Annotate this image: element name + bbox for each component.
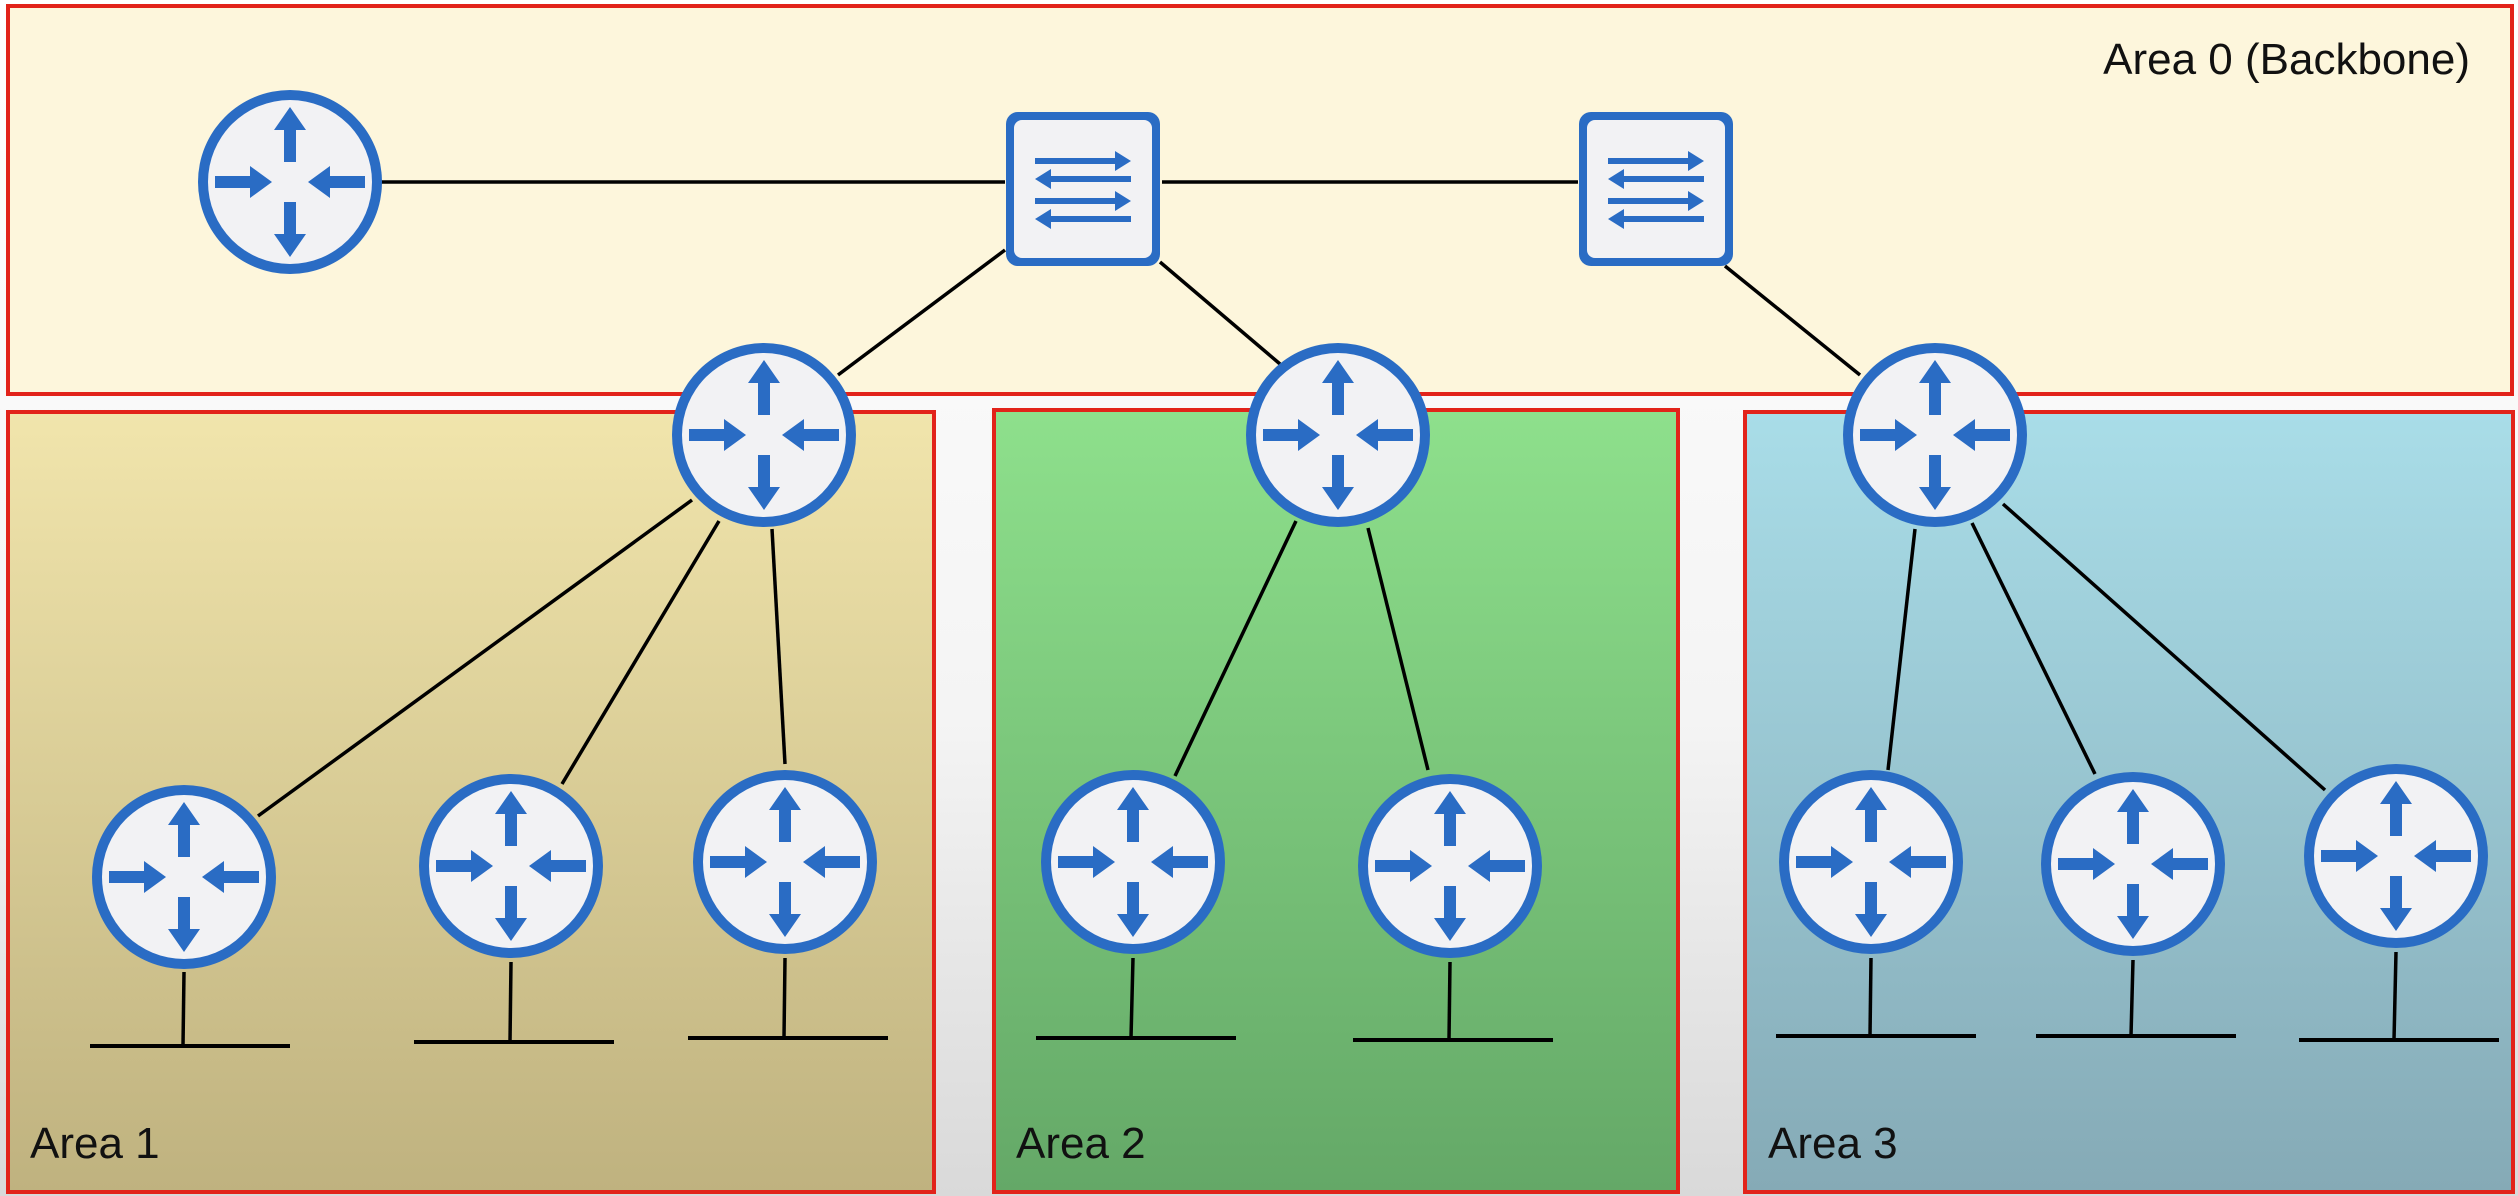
stub-r3b	[2129, 959, 2135, 1037]
link-sw2-abr3	[1723, 264, 1862, 377]
link-abr1-r1a	[256, 498, 694, 818]
router-icon	[1843, 343, 2027, 527]
router-icon	[1041, 770, 1225, 954]
area-backbone-label: Area 0 (Backbone)	[2103, 35, 2470, 84]
stub-r1c	[782, 957, 787, 1039]
stub-r3a	[1868, 957, 1873, 1037]
link-abr1-r1c	[770, 528, 787, 765]
stub-r1b	[508, 961, 513, 1043]
router-icon	[92, 785, 276, 969]
stub-r2a	[1129, 957, 1135, 1039]
area-3-label: Area 3	[1768, 1119, 1898, 1168]
link-abr2-r2a	[1173, 520, 1298, 777]
router-icon	[1358, 774, 1542, 958]
area-2-label: Area 2	[1016, 1119, 1146, 1168]
router-icon	[672, 343, 856, 527]
area-backbone-box	[6, 4, 2514, 396]
router-icon	[1779, 770, 1963, 954]
link-abr1-r1b	[560, 520, 721, 785]
stub-r1a	[181, 971, 186, 1047]
link-abr3-r3c	[2001, 502, 2327, 792]
link-sw1-abr2	[1158, 260, 1282, 366]
link-abr2-r2b	[1366, 527, 1430, 771]
links	[90, 180, 2499, 1048]
router-icon	[2304, 764, 2488, 948]
devices	[92, 90, 2488, 969]
switch-icon	[1579, 112, 1733, 266]
stub-r3c	[2392, 951, 2398, 1041]
router-icon	[419, 774, 603, 958]
link-abr3-r3b	[1970, 522, 2097, 775]
router-icon	[693, 770, 877, 954]
link-sw1-abr1	[836, 248, 1007, 377]
router-icon	[198, 90, 382, 274]
stub-r2b	[1447, 961, 1452, 1041]
area-1-label: Area 1	[30, 1119, 160, 1168]
switch-icon	[1006, 112, 1160, 266]
router-icon	[2041, 772, 2225, 956]
link-abr3-r3a	[1886, 528, 1917, 771]
router-icon	[1246, 343, 1430, 527]
